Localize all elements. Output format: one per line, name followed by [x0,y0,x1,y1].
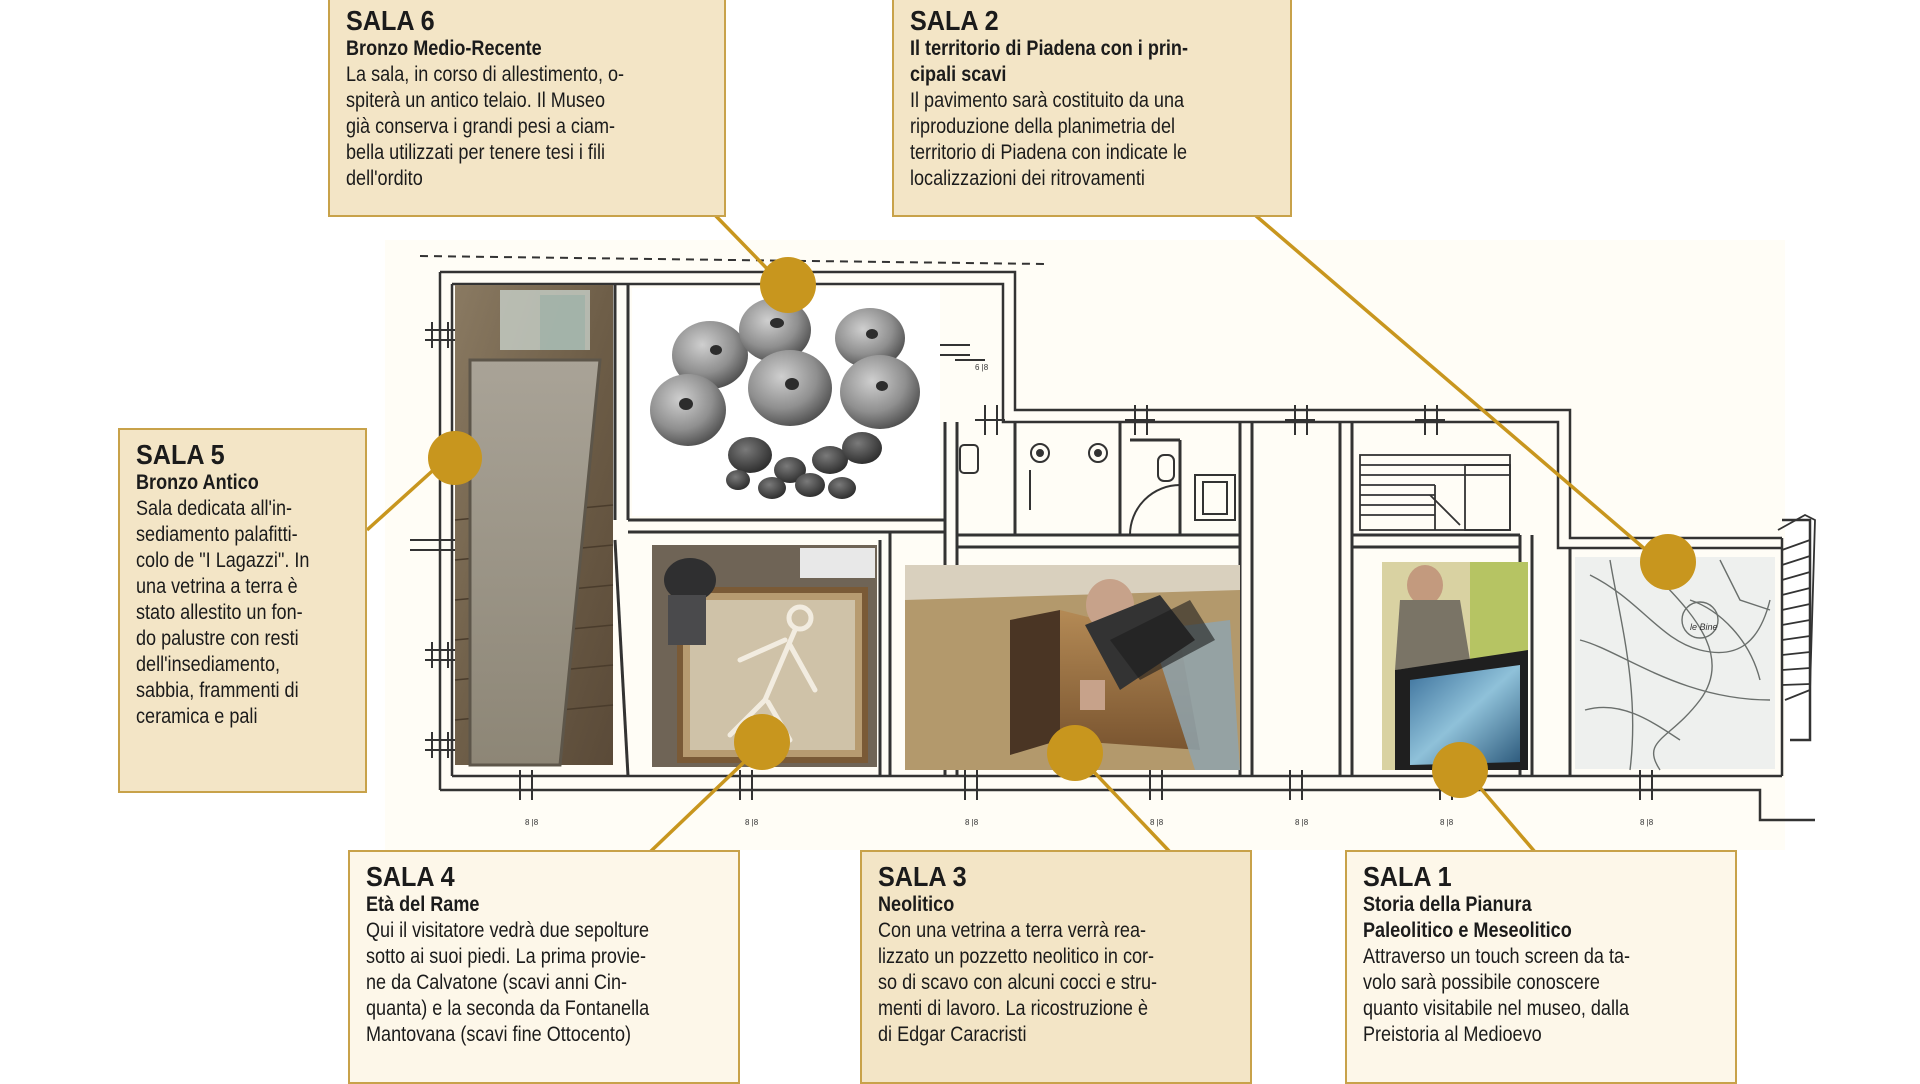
sala3-line: di Edgar Caracristi [878,1023,1027,1046]
svg-text:8 |8: 8 |8 [965,818,979,827]
sala3-line: lizzato un pozzetto neolitico in cor- [878,945,1155,968]
svg-text:le Bine: le Bine [1690,622,1718,632]
sala5-line: Sala dedicata all'in- [136,497,293,520]
sala5-line: sabbia, frammenti di [136,679,299,702]
sala1-title: SALA 1 [1363,861,1452,892]
sala1-line: Attraverso un touch screen da ta- [1363,945,1631,968]
outer-wall-left-wing [440,270,1782,540]
sala2-title: SALA 2 [910,5,999,36]
sala3-line: Con una vetrina a terra verrà rea- [878,919,1147,942]
sala5-line: stato allestito un fon- [136,601,303,624]
marker-sala1[interactable] [1432,742,1488,798]
outer-wall-bottom [440,788,1815,822]
sala1-subtitle-2: Paleolitico e Meseolitico [1363,919,1572,942]
sala5-line: colo de "I Lagazzi". In [136,549,310,572]
sala3-line: so di scavo con alcuni cocci e stru- [878,971,1158,994]
sala2-line: riproduzione della planimetria del [910,115,1176,138]
sala6-line: La sala, in corso di allestimento, o- [346,63,625,86]
sala4-title: SALA 4 [366,861,455,892]
svg-text:8 |8: 8 |8 [1150,818,1164,827]
sala1-photo [1382,562,1528,770]
sala2-line: localizzazioni dei ritrovamenti [910,167,1145,190]
svg-text:8 |8: 8 |8 [1440,818,1454,827]
sala4-line: sotto ai suoi piedi. La prima provie- [366,945,647,968]
sala5-line: una vetrina a terra è [136,575,298,598]
sala3-title: SALA 3 [878,861,967,892]
svg-text:8 |8: 8 |8 [745,818,759,827]
sala2-photo: le Bine [1575,557,1775,771]
svg-text:8 |8: 8 |8 [1295,818,1309,827]
callout-sala5: SALA 5 Bronzo Antico Sala dedicata all'i… [118,428,367,793]
staircase [1359,454,1511,531]
callout-sala4: SALA 4 Età del Rame Qui il visitatore ve… [348,850,740,1084]
sala5-line: sediamento palafitti- [136,523,298,546]
svg-text:8 |8: 8 |8 [1640,818,1654,827]
sala4-line: ne da Calvatone (scavi anni Cin- [366,971,628,994]
sala6-title: SALA 6 [346,5,435,36]
sala2-line: territorio di Piadena con indicate le [910,141,1188,164]
sala6-photo [632,288,940,516]
sala3-line: menti di lavoro. La ricostruzione è [878,997,1149,1020]
sala1-line: quanto visitabile nel museo, dalla [1363,997,1630,1020]
sala4-line: quanta) e la seconda da Fontanella [366,997,650,1020]
callout-sala1: SALA 1 Storia della Pianura Paleolitico … [1345,850,1737,1084]
connector-sala2 [1253,213,1662,564]
sala1-line: volo sarà possibile conoscere [1363,971,1600,994]
bathroom-fixtures [959,443,1236,536]
dashed-roof-line [419,255,1046,265]
exterior-stairs [1777,513,1816,701]
sala5-photo [454,285,614,767]
sala5-line: do palustre con resti [136,627,299,650]
marker-sala4[interactable] [734,714,790,770]
marker-sala3[interactable] [1047,725,1103,781]
callout-sala2: SALA 2 Il territorio di Piadena con i pr… [892,0,1292,217]
svg-text:8 |8: 8 |8 [525,818,539,827]
sala4-subtitle: Età del Rame [366,893,480,916]
sala6-subtitle: Bronzo Medio-Recente [346,37,542,60]
annex-right [1782,518,1812,742]
sala4-line: Qui il visitatore vedrà due sepolture [366,919,650,942]
sala5-title: SALA 5 [136,439,225,470]
callout-sala3: SALA 3 Neolitico Con una vetrina a terra… [860,850,1252,1084]
sala5-subtitle: Bronzo Antico [136,471,259,494]
callout-sala6: SALA 6 Bronzo Medio-Recente La sala, in … [328,0,726,217]
connectors [365,211,1662,854]
sala6-line: già conserva i grandi pesi a ciam- [346,115,616,138]
marker-sala6[interactable] [760,257,816,313]
sala5-line: dell'insediamento, [136,653,281,676]
sala6-line: spiterà un antico telaio. Il Museo [346,89,606,112]
sala5-line: ceramica e pali [136,705,258,728]
sala3-subtitle: Neolitico [878,893,955,916]
sala2-subtitle: Il territorio di Piadena con i prin- [910,37,1188,60]
sala4-line: Mantovana (scavi fine Ottocento) [366,1023,632,1046]
inner-wall-left-wing [452,282,1782,550]
sala6-line: bella utilizzati per tenere tesi i fili [346,141,605,164]
sala3-photo [905,565,1240,770]
sala2-line: Il pavimento sarà costituito da una [910,89,1185,112]
sala1-line: Preistoria al Medioevo [1363,1023,1542,1046]
sala1-subtitle: Storia della Pianura [1363,893,1532,916]
marker-sala5[interactable] [428,431,482,485]
sala6-line: dell'ordito [346,167,423,190]
plan-dimension-marks: 8 |8 8 |8 8 |8 8 |8 8 |8 8 |8 8 |8 6 |8 [525,363,1654,827]
svg-text:6 |8: 6 |8 [975,363,989,372]
markers [428,257,1696,798]
marker-sala2[interactable] [1640,534,1696,590]
sala2-subtitle-2: cipali scavi [910,63,1007,86]
